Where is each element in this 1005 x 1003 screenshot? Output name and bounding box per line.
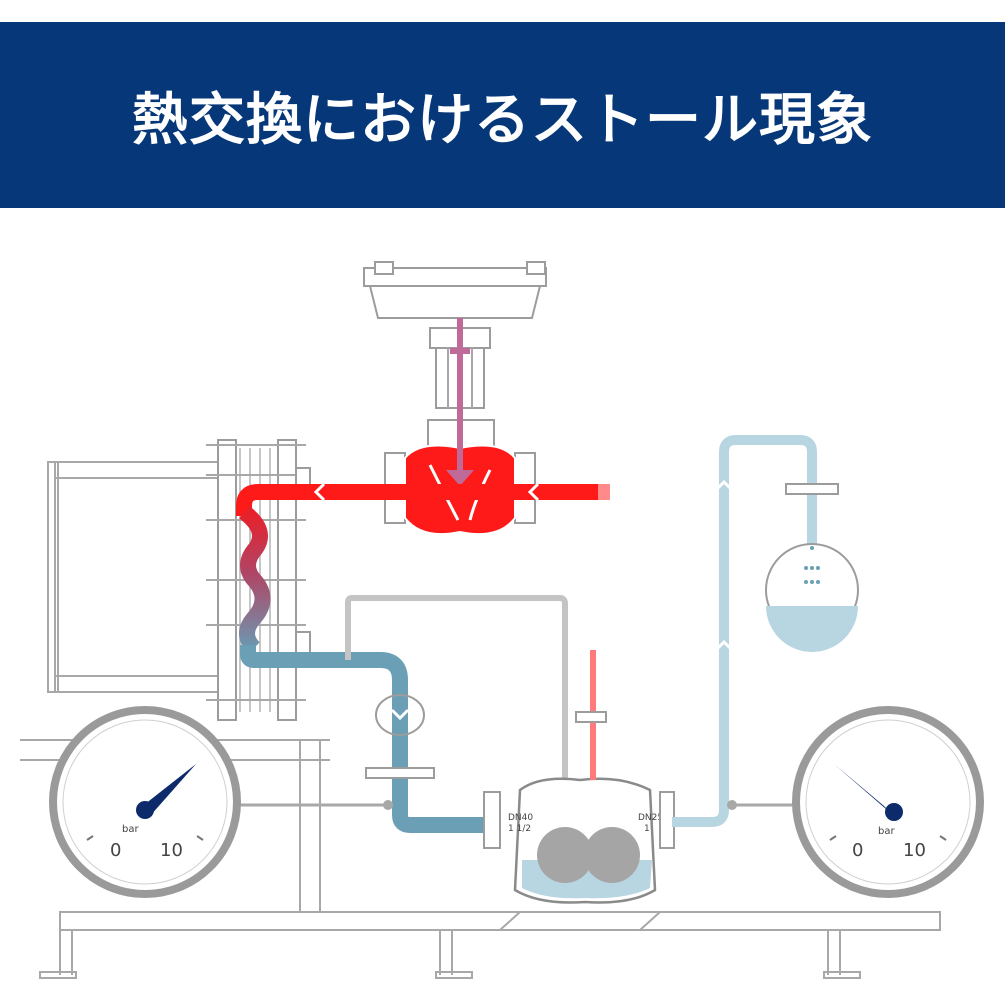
right-gauge-max-label: 10: [903, 840, 926, 861]
left-gauge-max-label: 10: [160, 840, 183, 861]
left-gauge-needle: [140, 764, 196, 816]
condensate-line: [240, 595, 568, 849]
steam-trap: DN40 1 1/2 DN25 1: [508, 650, 675, 904]
left-gauge-min-label: 0: [110, 840, 121, 861]
trap-inlet-size: DN40: [508, 813, 533, 823]
heat-exchanger-flow: [238, 505, 271, 654]
trap-inlet-size-inch: 1 1/2: [508, 824, 531, 834]
return-line: [672, 435, 859, 827]
right-gauge-needle: [834, 764, 894, 816]
steam-line: [236, 482, 610, 516]
right-gauge-unit: bar: [878, 826, 895, 837]
left-gauge-tap: [383, 800, 393, 810]
right-pressure-gauge: bar 0 10: [792, 706, 984, 898]
header-banner: 熱交換におけるストール現象: [0, 22, 1005, 208]
trap-outlet-size-inch: 1: [644, 824, 650, 834]
left-pressure-gauge: bar 0 10: [49, 706, 241, 898]
control-valve: [363, 261, 547, 536]
right-gauge-min-label: 0: [852, 840, 863, 861]
trap-outlet-size: DN25: [638, 813, 663, 823]
page-title: 熱交換におけるストール現象: [132, 87, 873, 153]
right-gauge-tap: [727, 800, 737, 810]
left-gauge-unit: bar: [122, 824, 139, 835]
